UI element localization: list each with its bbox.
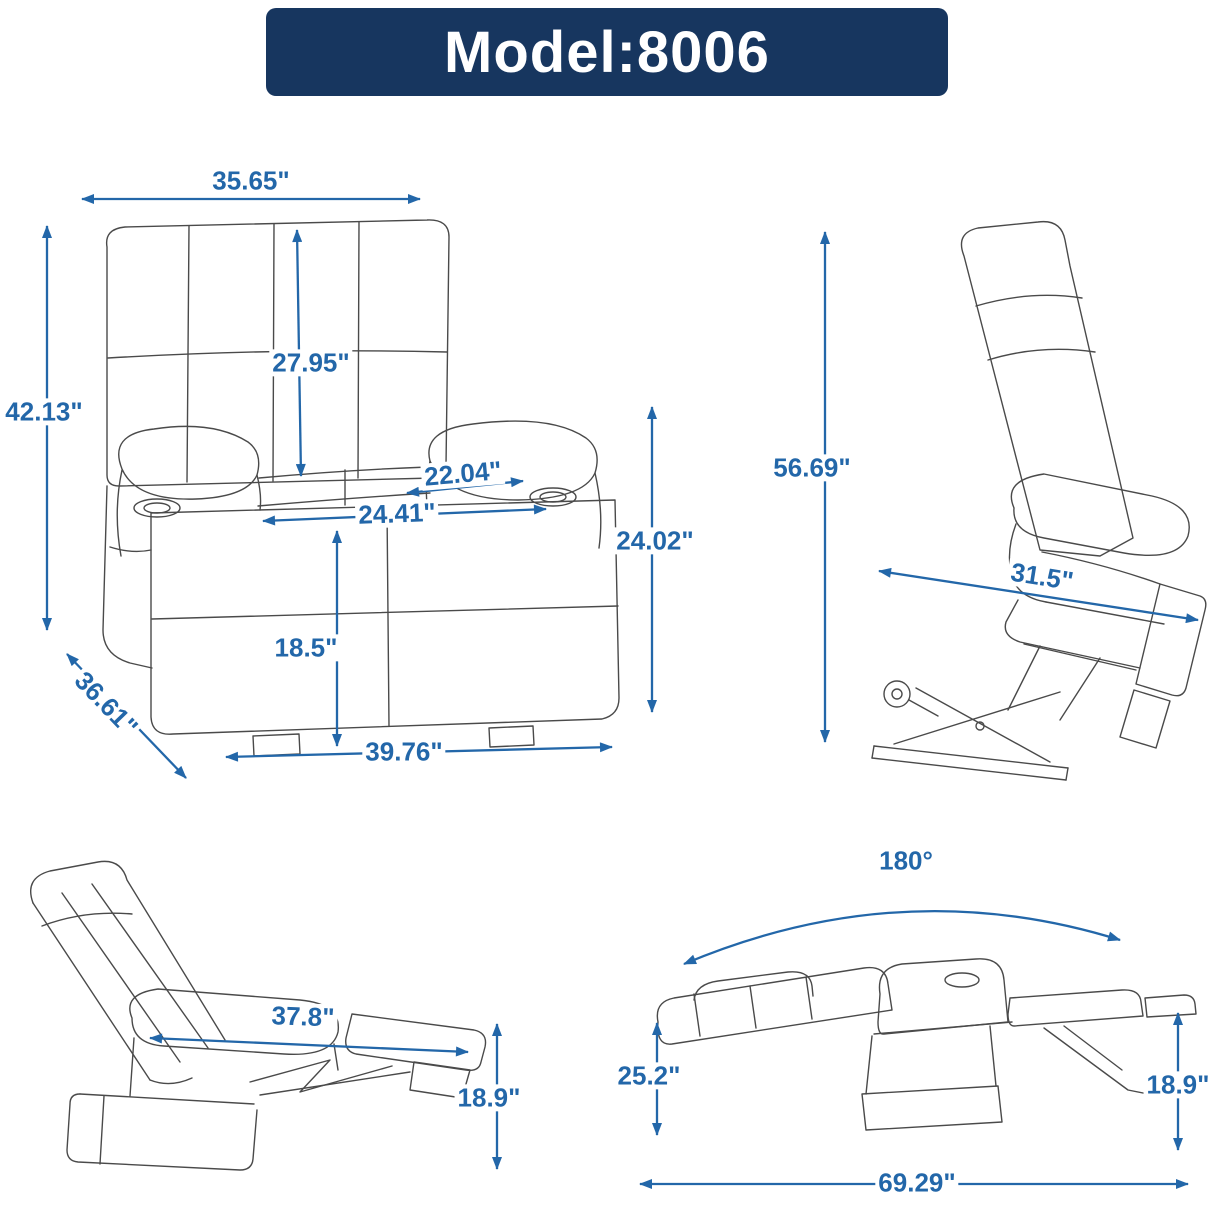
dim-arrow-reclined-length: [149, 1033, 469, 1057]
model-banner: Model:8006: [266, 8, 948, 96]
dim-label-front-overall-height: 42.13": [2, 398, 86, 426]
dim-label-reclined-length: 37.8": [268, 1000, 338, 1032]
flat-view-chair-drawing: [656, 958, 1197, 1131]
dim-label-lift-overall-height: 56.69": [770, 454, 854, 482]
dim-label-front-arm-height: 24.02": [613, 527, 697, 555]
dim-label-recline-angle: 180°: [876, 847, 936, 875]
lift-view-chair-drawing: [871, 220, 1207, 781]
dim-label-front-back-height: 27.95": [269, 349, 353, 377]
dim-label-flat-backrest-height: 25.2": [614, 1062, 684, 1090]
dim-label-flat-footrest-height: 18.9": [1143, 1071, 1213, 1099]
front-view-chair-drawing: [102, 219, 620, 757]
dim-label-front-seat-height: 18.5": [271, 634, 341, 662]
dim-label-flat-total-length: 69.29": [875, 1169, 959, 1197]
reclined-view-chair-drawing: [29, 860, 487, 1171]
dimension-arrows: [42, 194, 1199, 1189]
model-title: Model:8006: [444, 19, 770, 85]
dim-label-front-width-between-arms: 24.41": [354, 497, 440, 530]
dim-label-reclined-footrest-height: 18.9": [454, 1084, 524, 1112]
dim-arrow-lift-seat-depth: [878, 567, 1199, 624]
dim-label-front-front-width: 39.76": [362, 738, 446, 766]
dim-arc-recline-angle: [683, 909, 1121, 966]
dim-label-front-top-width: 35.65": [209, 167, 293, 195]
